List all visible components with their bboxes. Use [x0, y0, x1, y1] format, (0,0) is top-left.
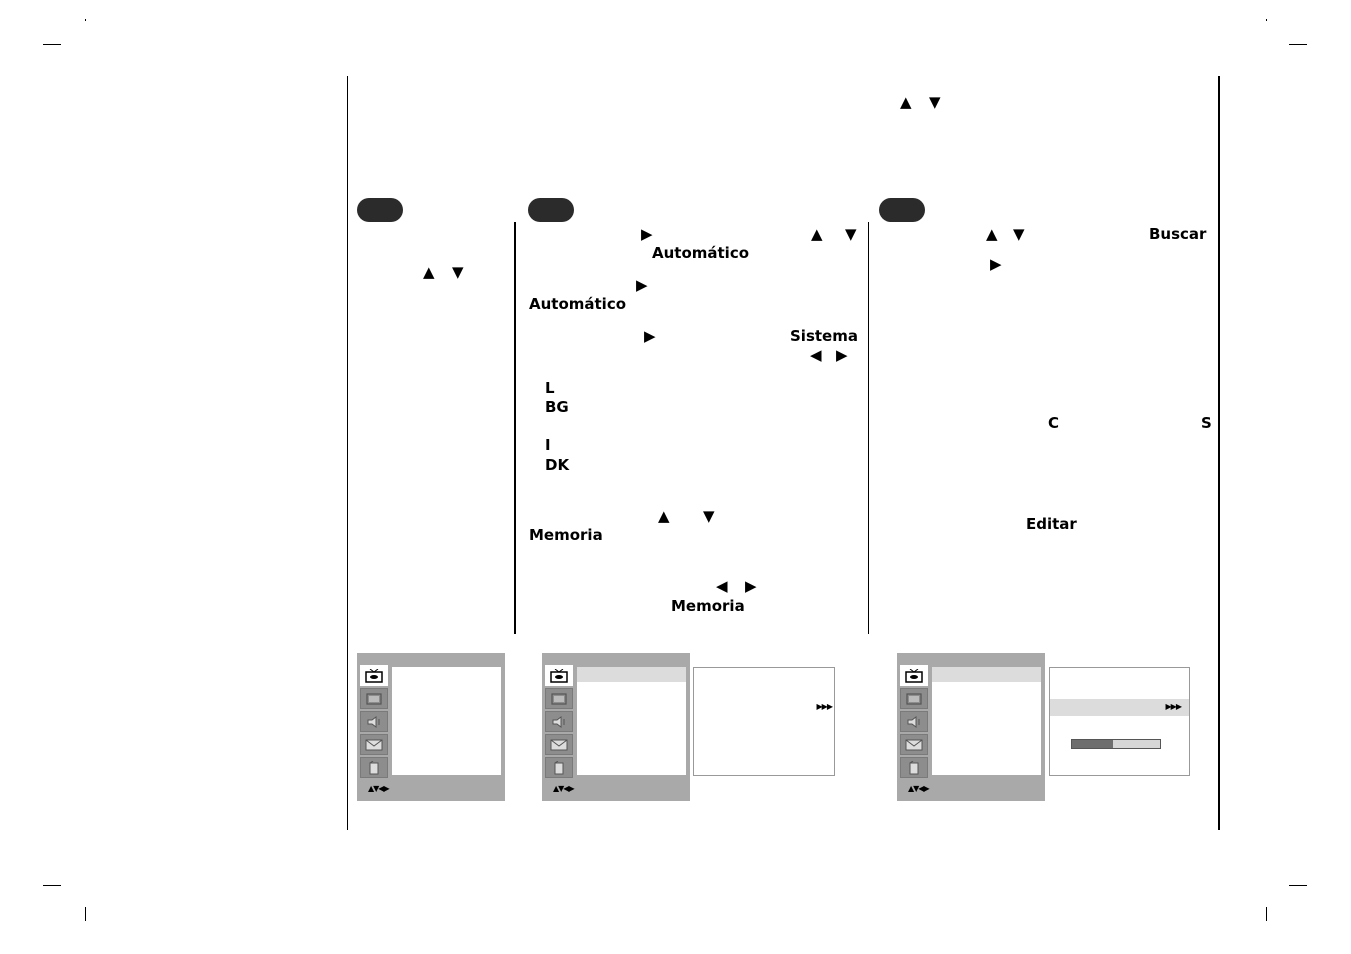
osd-menu-1: ▲▼◀▶: [357, 653, 505, 801]
menu-panel: [392, 667, 501, 775]
memoria-label: Memoria: [529, 526, 603, 544]
down-arrow-icon: ▼: [845, 225, 857, 243]
up-arrow-icon: ▲: [986, 225, 998, 243]
c-label: C: [1048, 414, 1060, 432]
submenu-highlight-row[interactable]: ▶▶▶: [1050, 699, 1189, 716]
system-option-i: I: [545, 436, 551, 454]
automatico-label: Automático: [529, 295, 627, 313]
sound-icon[interactable]: [360, 711, 388, 732]
picture-icon[interactable]: [900, 688, 928, 709]
down-arrow-icon: ▼: [929, 93, 941, 111]
automatico-label: Automático: [652, 244, 750, 262]
crop-mark: [85, 907, 86, 921]
nav-arrows-icon: ▲▼◀▶: [553, 784, 575, 793]
special-icon[interactable]: [360, 757, 388, 778]
down-arrow-icon: ▼: [1013, 225, 1025, 243]
menu-icon-column: [360, 665, 388, 780]
crop-mark: [1289, 885, 1307, 886]
time-icon[interactable]: [360, 734, 388, 755]
menu-icon-column: [545, 665, 573, 780]
step-1-badge: [357, 198, 403, 222]
nav-arrows-icon: ▲▼◀▶: [908, 784, 930, 793]
crop-mark: [1289, 44, 1307, 45]
time-icon[interactable]: [545, 734, 573, 755]
time-icon[interactable]: [900, 734, 928, 755]
sistema-label: Sistema: [790, 327, 858, 345]
left-arrow-icon: ◀: [716, 577, 728, 595]
system-option-l: L: [545, 379, 555, 397]
crop-mark: [1266, 907, 1267, 921]
search-progress-bar: [1071, 739, 1161, 749]
memoria-label: Memoria: [671, 597, 745, 615]
menu-panel: [577, 667, 686, 775]
progress-fill: [1072, 740, 1114, 748]
submenu-panel-3: ▶▶▶: [1049, 667, 1190, 776]
special-icon[interactable]: [545, 757, 573, 778]
column-divider: [868, 222, 869, 634]
right-arrow-icon: ▶: [636, 276, 648, 294]
right-border: [1218, 76, 1220, 830]
crop-dot: [1266, 19, 1267, 21]
tv-station-icon[interactable]: [545, 665, 573, 686]
up-arrow-icon: ▲: [811, 225, 823, 243]
right-arrow-icon: ▶: [641, 225, 653, 243]
picture-icon[interactable]: [545, 688, 573, 709]
menu-highlight-row[interactable]: [577, 667, 686, 682]
tv-station-icon[interactable]: [900, 665, 928, 686]
crop-mark: [43, 44, 61, 45]
right-arrow-icon: ▶: [745, 577, 757, 595]
up-arrow-icon: ▲: [658, 507, 670, 525]
step-2-badge: [528, 198, 574, 222]
menu-highlight-row[interactable]: [932, 667, 1041, 682]
more-arrows-icon[interactable]: ▶▶▶: [1165, 702, 1183, 711]
system-option-bg: BG: [545, 398, 569, 416]
nav-arrows-icon: ▲▼◀▶: [368, 784, 390, 793]
down-arrow-icon: ▼: [703, 507, 715, 525]
editar-label: Editar: [1026, 515, 1077, 533]
left-border: [347, 76, 348, 830]
picture-icon[interactable]: [360, 688, 388, 709]
right-arrow-icon: ▶: [836, 346, 848, 364]
crop-mark: [43, 885, 61, 886]
column-divider: [514, 222, 516, 634]
system-option-dk: DK: [545, 456, 570, 474]
step-3-badge: [879, 198, 925, 222]
sound-icon[interactable]: [545, 711, 573, 732]
s-label: S: [1201, 414, 1212, 432]
osd-menu-2: ▲▼◀▶: [542, 653, 690, 801]
down-arrow-icon: ▼: [452, 263, 464, 281]
up-arrow-icon: ▲: [423, 263, 435, 281]
submenu-panel-2: ▶▶▶: [693, 667, 835, 776]
buscar-label: Buscar: [1149, 225, 1207, 243]
special-icon[interactable]: [900, 757, 928, 778]
menu-panel: [932, 667, 1041, 775]
menu-icon-column: [900, 665, 928, 780]
crop-dot: [85, 19, 86, 21]
tv-station-icon[interactable]: [360, 665, 388, 686]
up-arrow-icon: ▲: [900, 93, 912, 111]
osd-menu-3: ▲▼◀▶: [897, 653, 1045, 801]
right-arrow-icon: ▶: [644, 327, 656, 345]
left-arrow-icon: ◀: [810, 346, 822, 364]
more-arrows-icon[interactable]: ▶▶▶: [816, 702, 834, 711]
right-arrow-icon: ▶: [990, 255, 1002, 273]
sound-icon[interactable]: [900, 711, 928, 732]
